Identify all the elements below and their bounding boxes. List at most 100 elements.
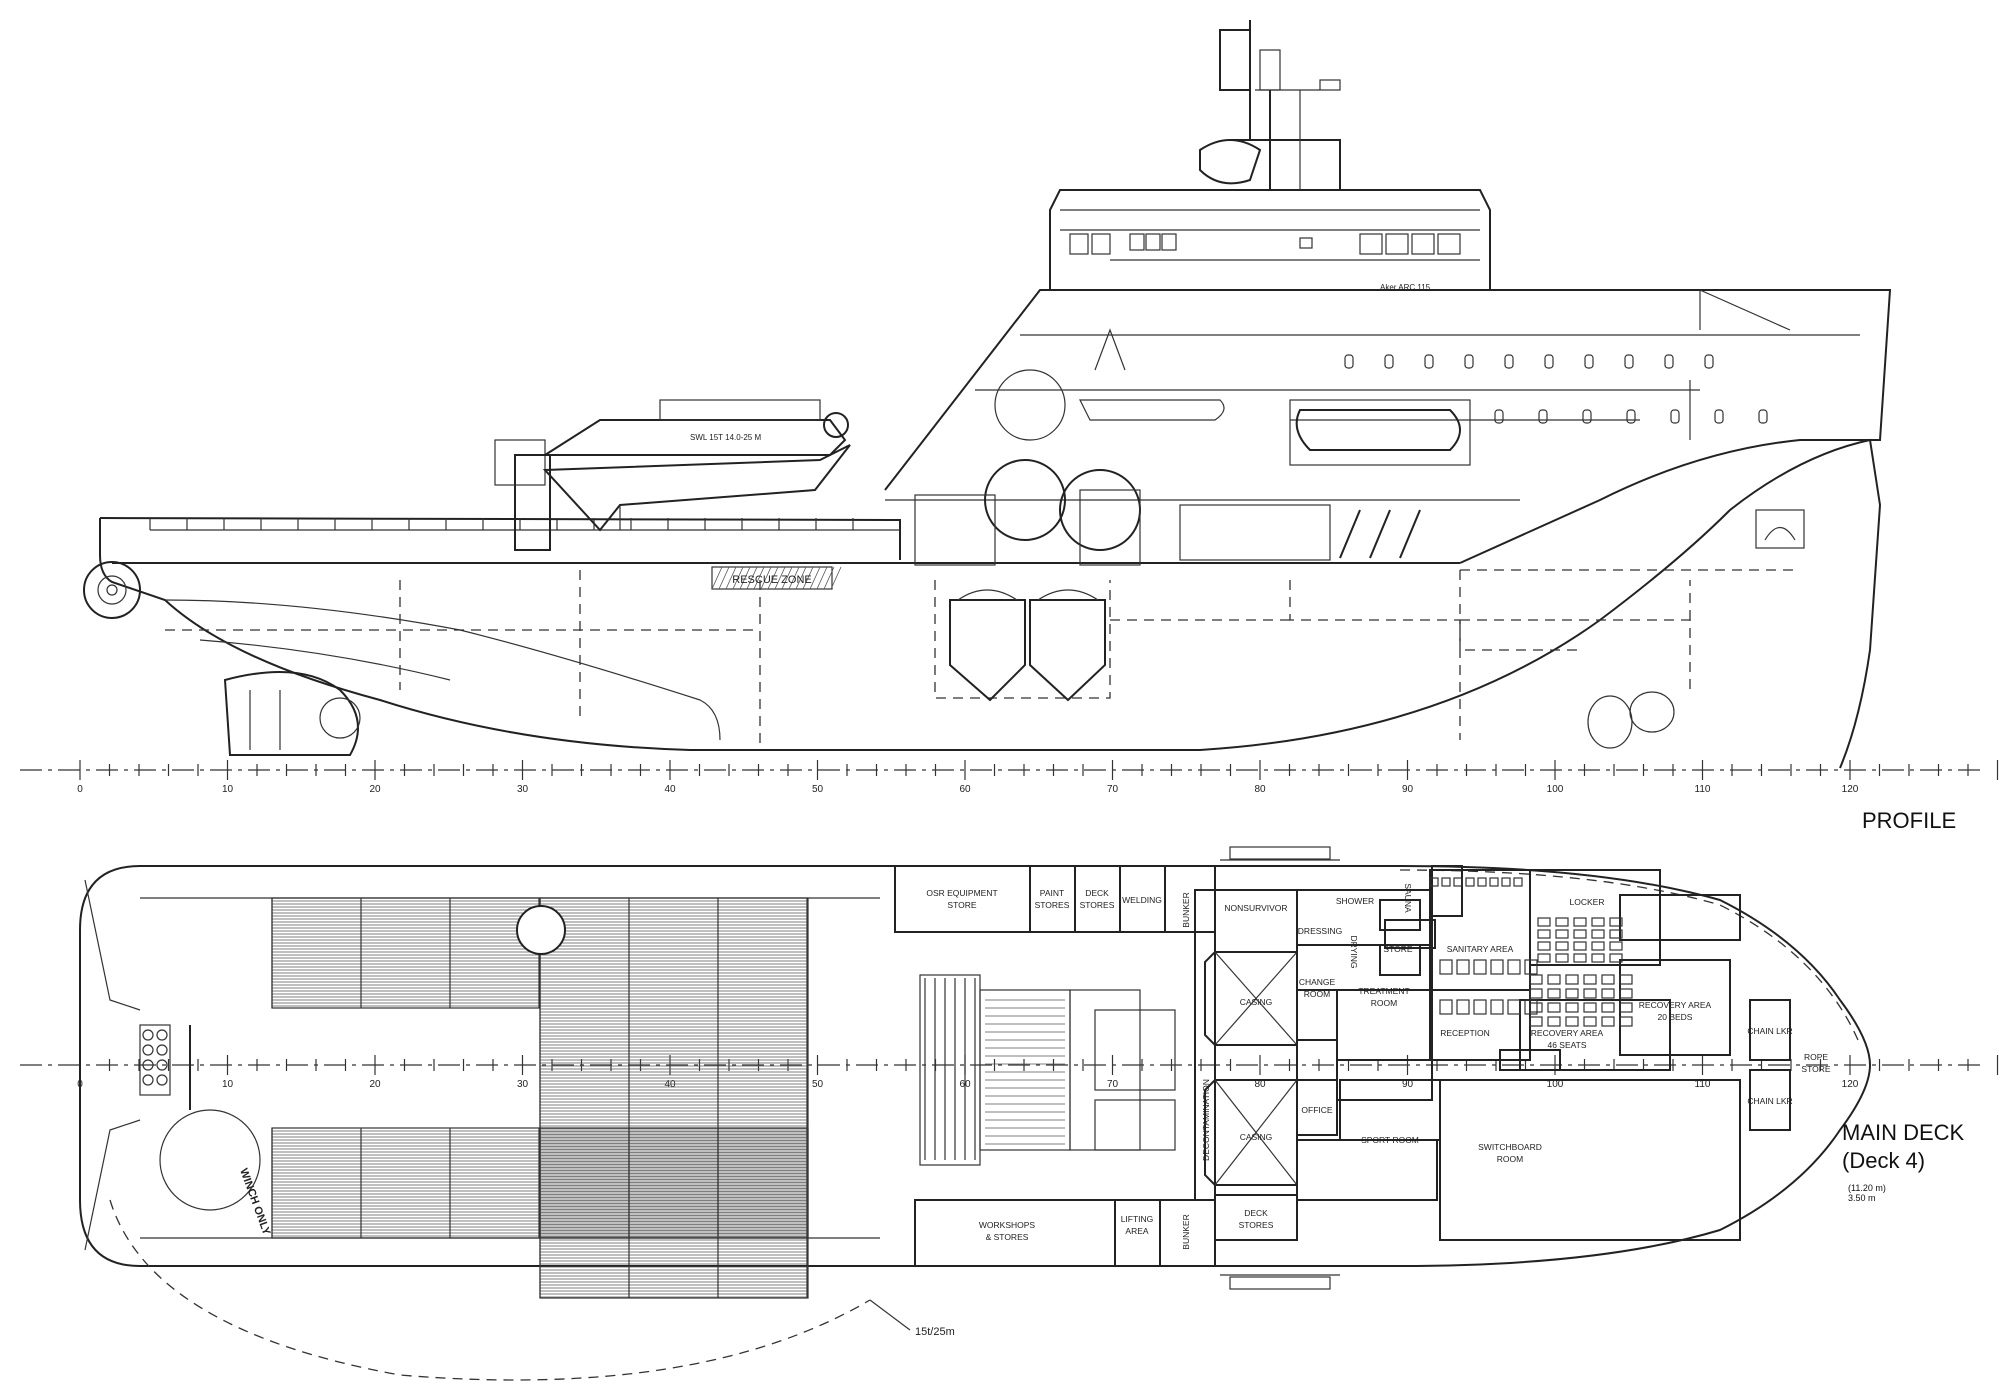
stern-roller: [83, 561, 141, 619]
bulwark-stanchions: [149, 518, 854, 530]
frame-number: 50: [812, 784, 824, 795]
room-switchboard-1: SWITCHBOARD: [1478, 1142, 1542, 1152]
room-dressing: DRESSING: [1298, 926, 1342, 936]
frame-number: 90: [1402, 784, 1414, 795]
frame-number: 50: [812, 1079, 824, 1090]
crane-label: SWL 15T 14.0-25 M: [690, 433, 761, 442]
profile-title: PROFILE: [1862, 808, 1957, 833]
room-osr-1: OSR EQUIPMENT: [926, 888, 997, 898]
room-deck1-1: DECK: [1085, 888, 1109, 898]
room-nonsurvivor: NONSURVIVOR: [1224, 903, 1287, 913]
deck-outline: [79, 865, 1872, 1267]
room-treatment-1: TREATMENT: [1358, 986, 1409, 996]
hull-outline: [99, 438, 1882, 769]
crane-reach-label: 15t/25m: [915, 1326, 955, 1338]
room-rope-2: STORE: [1801, 1064, 1830, 1074]
propeller-rudder: [223, 671, 361, 756]
skeg-line: [164, 599, 721, 741]
room-shower: SHOWER: [1336, 896, 1374, 906]
room-store: STORE: [1383, 944, 1412, 954]
company-logo: [1755, 509, 1805, 549]
room-lifting-2: AREA: [1125, 1226, 1148, 1236]
main-deck-title: MAIN DECK: [1842, 1120, 1965, 1145]
superstructure: Aker ARC 115: [884, 20, 1892, 566]
room-paint-1: PAINT: [1040, 888, 1064, 898]
room-paint-2: STORES: [1035, 900, 1070, 910]
rescue-zone-label: RESCUE ZONE: [732, 574, 811, 586]
room-reception: RECEPTION: [1440, 1028, 1490, 1038]
room-casing-1: CASING: [1240, 997, 1273, 1007]
frame-number: 40: [664, 1079, 676, 1090]
room-change-1: CHANGE: [1299, 977, 1336, 987]
room-change-2: ROOM: [1304, 989, 1330, 999]
rescue-zone: RESCUE ZONE: [711, 566, 842, 590]
room-rope-1: ROPE: [1804, 1052, 1828, 1062]
frame-number: 20: [369, 1079, 381, 1090]
room-recovery20-2: 20 BEDS: [1658, 1012, 1693, 1022]
winch-only-label: WINCH ONLY: [237, 1167, 272, 1237]
room-recovery20-1: RECOVERY AREA: [1639, 1000, 1712, 1010]
frame-number: 70: [1107, 784, 1119, 795]
frame-number: 0: [77, 784, 83, 795]
frame-number: 60: [959, 784, 971, 795]
room-casing-2: CASING: [1240, 1132, 1273, 1142]
frame-number: 10: [222, 1079, 234, 1090]
frame-number: 30: [517, 784, 529, 795]
room-decontamination: DECONTAMINATION: [1201, 1079, 1211, 1161]
frame-number: 40: [664, 784, 676, 795]
frame-number: 110: [1695, 1079, 1711, 1090]
room-labels: OSR EQUIPMENT STORE PAINT STORES DECK ST…: [926, 883, 1831, 1249]
main-deck-line: [99, 517, 901, 560]
room-sauna: SAUNA: [1403, 883, 1413, 913]
stern-crane: SWL 15T 14.0-25 M: [494, 399, 851, 551]
portholes-upper: [1344, 354, 1714, 369]
room-chain-2: CHAIN LKR: [1747, 1096, 1792, 1106]
room-welding: WELDING: [1122, 895, 1162, 905]
room-chain-1: CHAIN LKR: [1747, 1026, 1792, 1036]
tank-divisions: [165, 569, 1800, 745]
room-recovery46-2: 46 SEATS: [1547, 1040, 1586, 1050]
stern-guards: [84, 879, 191, 1251]
frame-number: 20: [369, 784, 381, 795]
cargo-tanks: [949, 589, 1106, 702]
frame-number: 100: [1547, 1079, 1564, 1090]
room-workshops-2: & STORES: [986, 1232, 1029, 1242]
deck-number-title: (Deck 4): [1842, 1148, 1926, 1173]
bridge-label: Aker ARC 115: [1380, 283, 1431, 292]
frame-number: 120: [1842, 1079, 1859, 1090]
room-recovery46-1: RECOVERY AREA: [1531, 1028, 1604, 1038]
room-locker: LOCKER: [1570, 897, 1605, 907]
room-deck2-1: DECK: [1244, 1208, 1268, 1218]
room-office: OFFICE: [1301, 1105, 1332, 1115]
room-osr-2: STORE: [947, 900, 976, 910]
room-switchboard-2: ROOM: [1497, 1154, 1523, 1164]
crane-reach-arc: [109, 1199, 871, 1381]
frame-number: 80: [1254, 784, 1266, 795]
room-drying: DRYING: [1349, 936, 1359, 969]
frame-number: 90: [1402, 1079, 1414, 1090]
frame-number: 70: [1107, 1079, 1119, 1090]
portholes-lower: [1494, 409, 1768, 424]
room-sanitary: SANITARY AREA: [1447, 944, 1514, 954]
room-deck2-2: STORES: [1239, 1220, 1274, 1230]
liferafts: [1220, 846, 1340, 1290]
room-deck1-2: STORES: [1080, 900, 1115, 910]
room-workshops-1: WORKSHOPS: [979, 1220, 1036, 1230]
room-treatment-2: ROOM: [1371, 998, 1397, 1008]
frame-number: 120: [1842, 784, 1859, 795]
bow-thrusters: [1587, 691, 1675, 749]
frame-number: 110: [1695, 784, 1711, 795]
room-bunker-1: BUNKER: [1181, 892, 1191, 927]
room-lifting-1: LIFTING: [1121, 1214, 1154, 1224]
winch-machinery: [919, 974, 1176, 1166]
room-sport: SPORT ROOM: [1361, 1135, 1419, 1145]
frame-number: 10: [222, 784, 234, 795]
deck-rooms: [894, 865, 1791, 1267]
deck-height-2: 3.50 m: [1848, 1193, 1876, 1203]
winch-circle: [159, 1109, 261, 1211]
